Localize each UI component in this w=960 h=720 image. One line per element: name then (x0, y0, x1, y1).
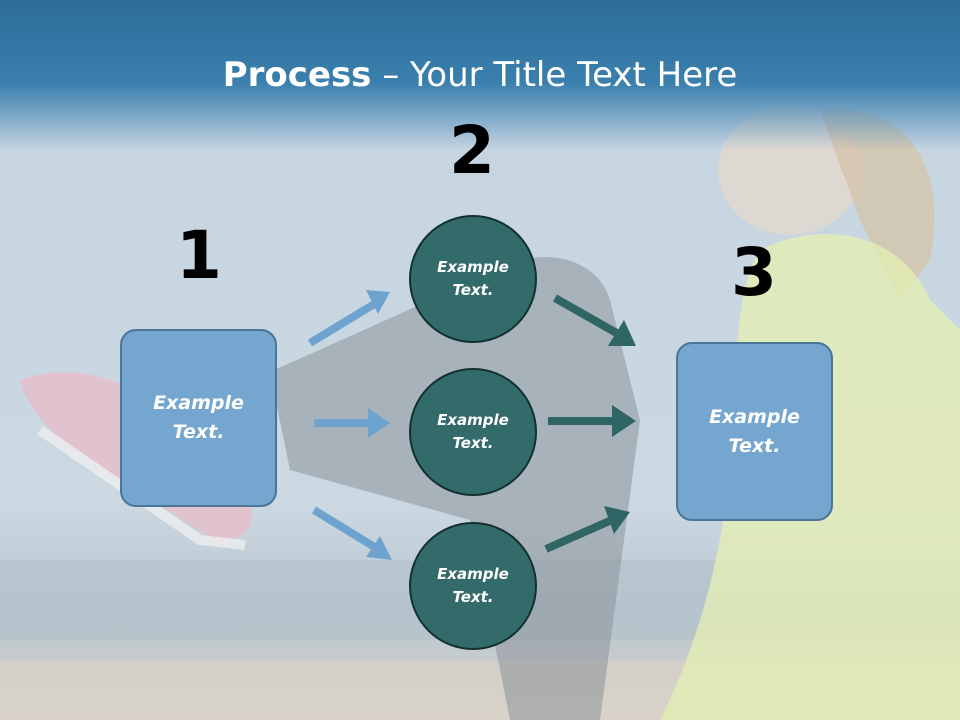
step2-circle-middle-text: Example Text. (437, 411, 509, 452)
step1-text: Example Text. (153, 392, 244, 443)
title-rest: – Your Title Text Here (371, 55, 738, 95)
step1-box[interactable]: Example Text. (120, 329, 277, 507)
arrow-step1-to-top (307, 290, 390, 347)
arrow-middle-to-step3 (548, 405, 636, 437)
step-number-3: 3 (731, 234, 777, 311)
step-number-2: 2 (449, 112, 495, 189)
arrow-top-to-step3 (553, 294, 636, 346)
title-band (0, 0, 960, 150)
step2-circle-bottom-text: Example Text. (437, 565, 509, 606)
step3-box[interactable]: Example Text. (676, 342, 833, 521)
arrow-bottom-to-step3 (544, 506, 630, 553)
step2-circle-top-text: Example Text. (437, 258, 509, 299)
arrow-step1-to-middle (314, 408, 390, 438)
step2-circle-bottom[interactable]: Example Text. (409, 522, 537, 650)
step2-circle-top[interactable]: Example Text. (409, 215, 537, 343)
step3-text: Example Text. (709, 405, 800, 457)
page-title: Process – Your Title Text Here (0, 54, 960, 96)
title-bold: Process (222, 55, 372, 95)
arrow-step1-to-bottom (311, 506, 392, 560)
step2-circle-middle[interactable]: Example Text. (409, 368, 537, 496)
step-number-1: 1 (176, 217, 222, 294)
